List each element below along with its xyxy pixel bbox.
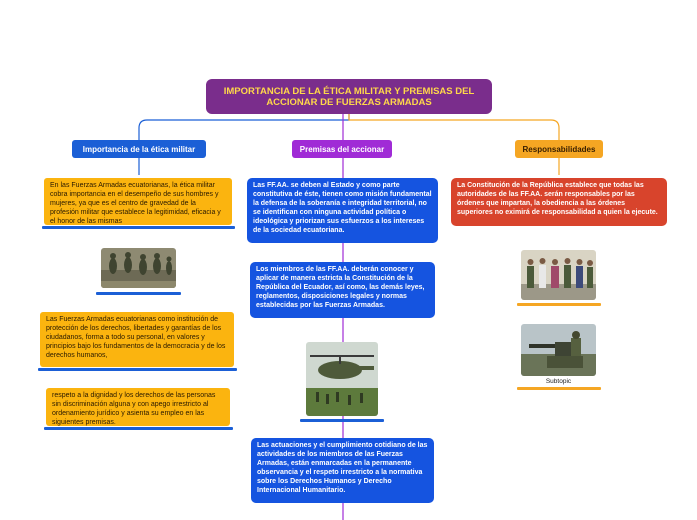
branch-importancia[interactable]: Importancia de la ética militar xyxy=(72,140,206,158)
helicopter-troops-photo[interactable] xyxy=(306,342,378,416)
left-node-3[interactable]: respeto a la dignidad y los derechos de … xyxy=(46,388,230,426)
subtopic-caption[interactable]: Subtopic xyxy=(545,378,572,385)
officials-ceremony-photo[interactable] xyxy=(521,250,596,300)
photo-underline xyxy=(300,419,384,422)
caption-underline xyxy=(517,387,601,390)
branch-responsabilidades[interactable]: Responsabilidades xyxy=(515,140,603,158)
node-underline xyxy=(44,427,233,430)
root-topic[interactable]: IMPORTANCIA DE LA ÉTICA MILITAR Y PREMIS… xyxy=(206,79,492,114)
branch-premisas[interactable]: Premisas del accionar xyxy=(292,140,392,158)
mounted-gun-photo[interactable] xyxy=(521,324,596,376)
middle-node-1[interactable]: Las FF.AA. se deben al Estado y como par… xyxy=(247,178,438,243)
node-underline xyxy=(38,368,237,371)
photo-underline xyxy=(517,303,601,306)
node-underline xyxy=(42,226,235,229)
soldiers-running-photo[interactable] xyxy=(101,248,176,288)
left-node-1[interactable]: En las Fuerzas Armadas ecuatorianas, la … xyxy=(44,178,232,225)
left-node-2[interactable]: Las Fuerzas Armadas ecuatorianas como in… xyxy=(40,312,234,367)
right-node-1[interactable]: La Constitución de la República establec… xyxy=(451,178,667,226)
middle-node-2[interactable]: Los miembros de las FF.AA. deberán conoc… xyxy=(250,262,435,318)
photo-underline xyxy=(96,292,181,295)
middle-node-3[interactable]: Las actuaciones y el cumplimiento cotidi… xyxy=(251,438,434,503)
